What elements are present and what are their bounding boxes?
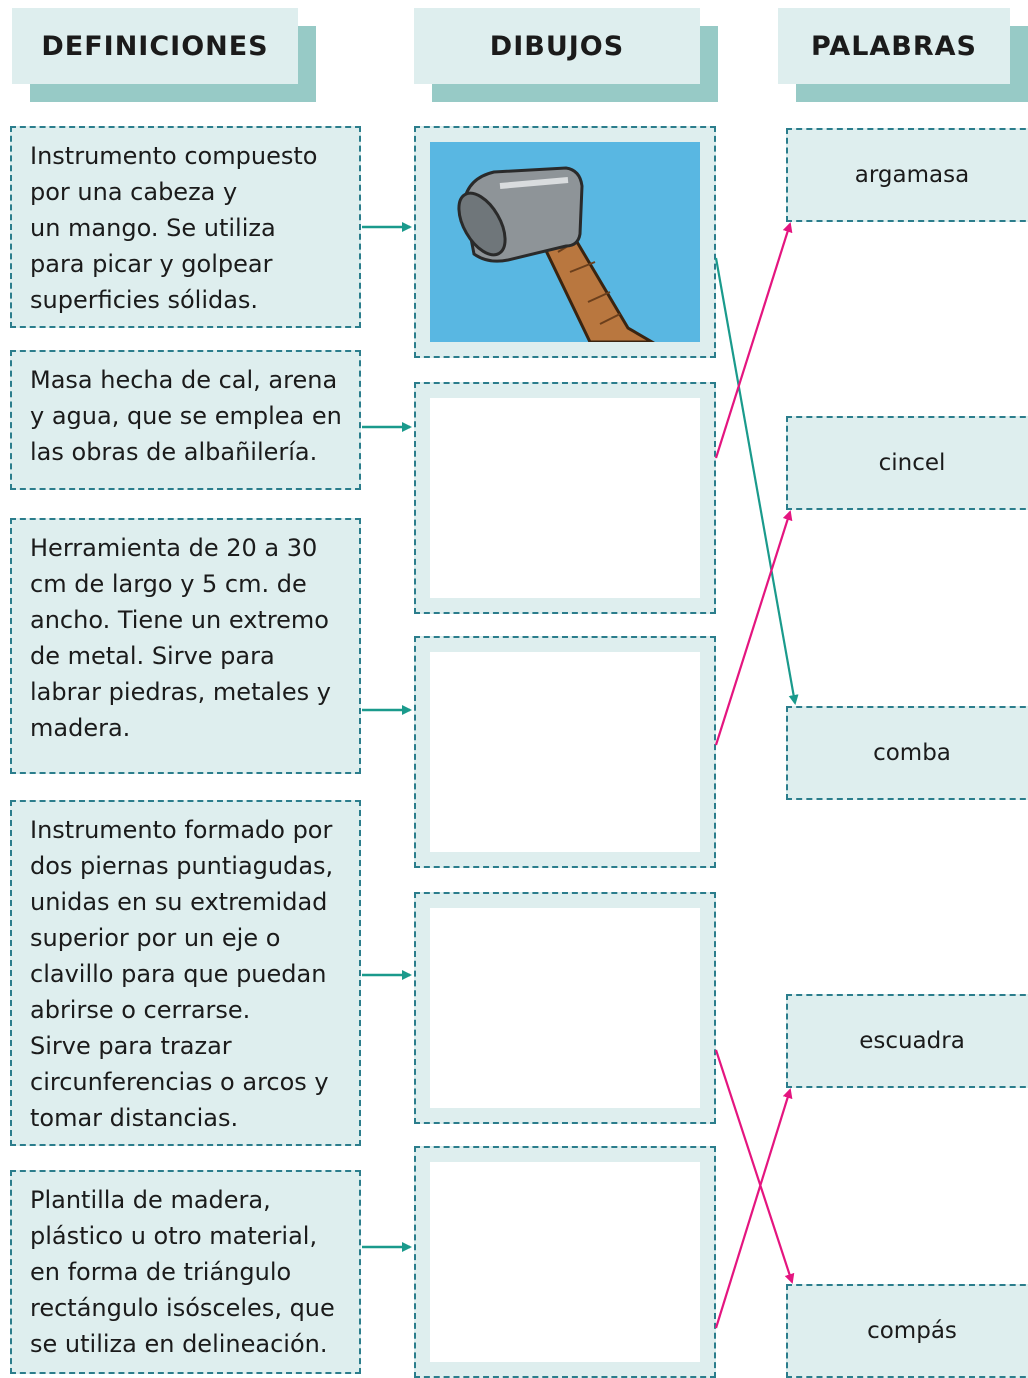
definition-box-4: Instrumento formado por dos piernas punt… [10, 800, 361, 1146]
word-box-2: cincel [786, 416, 1028, 510]
definition-line: madera. [30, 714, 131, 742]
definition-line: superior por un eje o [30, 924, 281, 952]
hammer-face [457, 191, 507, 257]
empty-drawing-area[interactable] [430, 652, 700, 852]
word-box-4: escuadra [786, 994, 1028, 1088]
definition-line: un mango. Se utiliza [30, 214, 276, 242]
definition-line: labrar piedras, metales y [30, 678, 331, 706]
link-drawing2-argamasa [714, 222, 793, 459]
definition-line: dos piernas puntiagudas, [30, 852, 334, 880]
definition-line: de metal. Sirve para [30, 642, 275, 670]
word-label: comba [873, 740, 951, 766]
definition-line: clavillo para que puedan [30, 960, 327, 988]
empty-drawing-area[interactable] [430, 908, 700, 1108]
definition-line: cm de largo y 5 cm. de [30, 570, 307, 598]
drawing-box-3 [414, 636, 716, 868]
definition-line: Instrumento formado por [30, 816, 333, 844]
empty-drawing-area[interactable] [430, 398, 700, 598]
link-drawing4-compas [714, 1049, 795, 1284]
drawing-box-4 [414, 892, 716, 1124]
header-dibujos-label: DIBUJOS [414, 8, 700, 84]
sledgehammer-picture [430, 142, 700, 344]
definition-line: en forma de triángulo [30, 1258, 292, 1286]
definition-line: ancho. Tiene un extremo [30, 606, 329, 634]
definition-line: superficies sólidas. [30, 286, 259, 314]
definition-line: por una cabeza y [30, 178, 238, 206]
word-label: compás [867, 1318, 957, 1344]
empty-drawing-area[interactable] [430, 1162, 700, 1362]
definition-box-5: Plantilla de madera, plástico u otro mat… [10, 1170, 361, 1374]
definition-line: circunferencias o arcos y [30, 1068, 329, 1096]
header-palabras: PALABRAS [778, 8, 1028, 102]
header-palabras-label: PALABRAS [778, 8, 1010, 84]
definition-line: y agua, que se emplea en [30, 402, 342, 430]
definition-line: abrirse o cerrarse. [30, 996, 251, 1024]
link-drawing1-comba [714, 257, 799, 705]
definition-line: Herramienta de 20 a 30 [30, 534, 318, 562]
definition-box-2: Masa hecha de cal, arena y agua, que se … [10, 350, 361, 490]
link-drawing3-cincel [714, 510, 793, 746]
definition-box-3: Herramienta de 20 a 30 cm de largo y 5 c… [10, 518, 361, 774]
definition-line: tomar distancias. [30, 1104, 239, 1132]
sledgehammer-icon [457, 166, 658, 344]
definition-line: plástico u otro material, [30, 1222, 318, 1250]
definition-line: unidas en su extremidad [30, 888, 328, 916]
definition-line: para picar y golpear [30, 250, 273, 278]
link-drawing5-escuadra [714, 1088, 793, 1329]
header-definiciones: DEFINICIONES [12, 8, 316, 102]
definition-box-1: Instrumento compuesto por una cabeza y u… [10, 126, 361, 328]
word-box-5: compás [786, 1284, 1028, 1378]
word-label: cincel [878, 450, 946, 476]
definition-line: Instrumento compuesto [30, 142, 318, 170]
definition-line: rectángulo isósceles, que [30, 1294, 335, 1322]
definition-line: se utiliza en delineación. [30, 1330, 328, 1358]
header-definiciones-label: DEFINICIONES [12, 8, 298, 84]
word-box-1: argamasa [786, 128, 1028, 222]
hammer-head-highlight [499, 177, 569, 189]
word-label: argamasa [854, 162, 970, 188]
drawing-box-2 [414, 382, 716, 614]
definition-line: las obras de albañilería. [30, 438, 318, 466]
header-dibujos: DIBUJOS [414, 8, 718, 102]
definition-line: Masa hecha de cal, arena [30, 366, 338, 394]
definition-line: Plantilla de madera, [30, 1186, 271, 1214]
word-label: escuadra [859, 1028, 965, 1054]
drawing-box-1 [414, 126, 716, 358]
drawing-box-5 [414, 1146, 716, 1378]
word-box-3: comba [786, 706, 1028, 800]
definition-line: Sirve para trazar [30, 1032, 232, 1060]
